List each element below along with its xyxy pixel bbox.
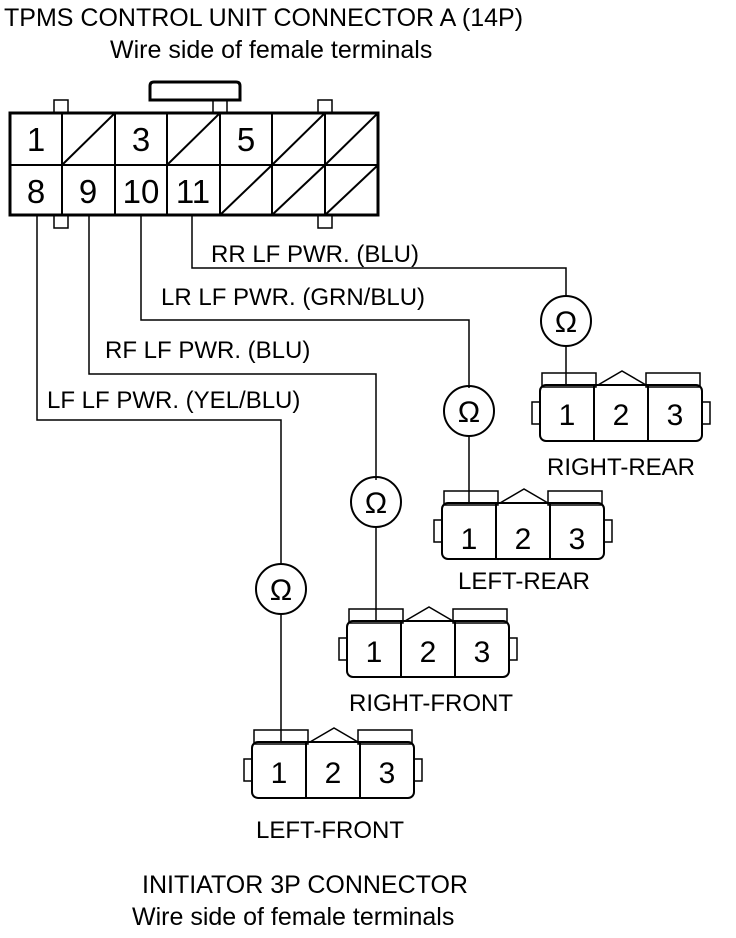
initiator-label-left-front: LEFT-FRONT xyxy=(256,817,404,844)
pin-label: 9 xyxy=(79,173,97,210)
wire-label-lf: LF LF PWR. (YEL/BLU) xyxy=(47,387,300,414)
pin-label: 5 xyxy=(237,121,255,158)
wire-lf xyxy=(36,215,282,565)
initiator-connector-right-rear: 1 2 3 xyxy=(531,370,711,442)
ohm-icon: Ω xyxy=(255,563,307,615)
pin-label: 1 xyxy=(366,636,383,669)
svg-text:Ω: Ω xyxy=(555,306,577,339)
svg-text:Ω: Ω xyxy=(270,574,292,607)
initiator-connector-left-rear: 1 2 3 xyxy=(433,488,613,560)
initiator-label-right-front: RIGHT-FRONT xyxy=(349,690,513,717)
footer-subtitle: Wire side of female terminals xyxy=(132,903,454,931)
pin-label: 3 xyxy=(569,523,586,556)
pin-label: 8 xyxy=(27,173,45,210)
ohm-icon: Ω xyxy=(540,295,592,347)
initiator-label-left-rear: LEFT-REAR xyxy=(458,568,590,595)
diagram-subtitle: Wire side of female terminals xyxy=(110,36,432,64)
wire-lr xyxy=(140,215,470,388)
ohm-icon: Ω xyxy=(350,476,402,528)
diagram-title: TPMS CONTROL UNIT CONNECTOR A (14P) xyxy=(4,4,523,32)
pin-label: 1 xyxy=(559,399,576,432)
svg-text:Ω: Ω xyxy=(458,396,480,429)
pin-label: 10 xyxy=(123,173,160,210)
pin-label: 1 xyxy=(461,523,478,556)
footer-title: INITIATOR 3P CONNECTOR xyxy=(142,871,468,899)
pin-label: 3 xyxy=(379,757,396,790)
wire-rr xyxy=(191,215,567,296)
wire-rf xyxy=(88,215,377,480)
pin-label: 3 xyxy=(667,399,684,432)
control-unit-connector: 1 3 5 8 9 10 11 xyxy=(8,80,380,229)
wire-label-lr: LR LF PWR. (GRN/BLU) xyxy=(161,284,425,311)
pin-label: 2 xyxy=(515,523,532,556)
pin-label: 11 xyxy=(176,173,210,210)
wire-label-rr: RR LF PWR. (BLU) xyxy=(211,241,419,268)
svg-text:Ω: Ω xyxy=(365,487,387,520)
initiator-label-right-rear: RIGHT-REAR xyxy=(547,454,695,481)
initiator-connector-left-front: 1 2 3 xyxy=(243,727,423,799)
pin-label: 2 xyxy=(325,757,342,790)
pin-label: 3 xyxy=(474,636,491,669)
ohm-icon: Ω xyxy=(443,385,495,437)
pin-label: 1 xyxy=(27,121,45,158)
pin-label: 2 xyxy=(613,399,630,432)
wire-label-rf: RF LF PWR. (BLU) xyxy=(105,337,310,364)
pin-label: 3 xyxy=(132,121,150,158)
pin-label: 2 xyxy=(420,636,437,669)
pin-label: 1 xyxy=(271,757,288,790)
initiator-connector-right-front: 1 2 3 xyxy=(338,606,518,678)
